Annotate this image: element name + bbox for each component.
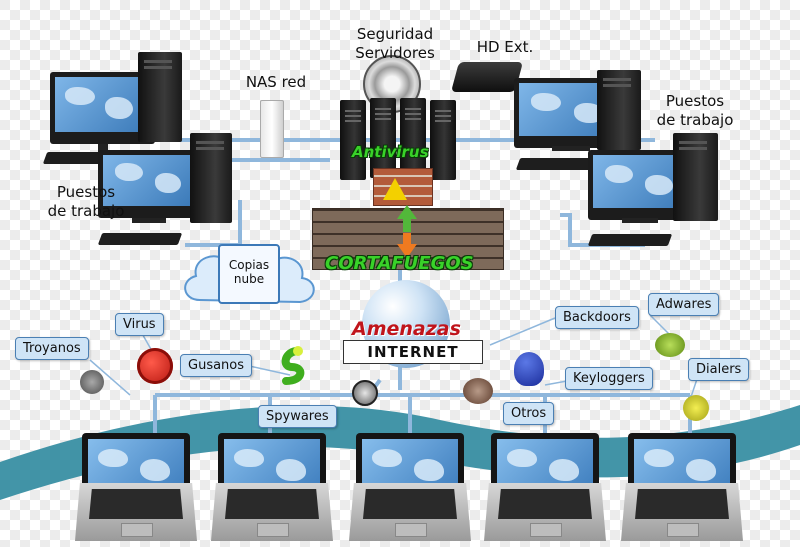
warning-icon [383,178,407,200]
adwares-tag: Adwares [648,293,720,316]
puestos-left-label: Puestos de trabajo [47,183,125,220]
server-icon [430,100,456,180]
other-creature-icon [463,378,493,404]
up-arrow-icon [397,205,417,219]
server-icon [340,100,366,180]
keyboard-icon [97,233,183,245]
puestos-right-label: Puestos de trabajo [656,92,734,129]
antivirus-label: Antivirus [352,143,429,161]
desktop-tower-icon [190,133,232,223]
troyanos-tag: Troyanos [15,337,89,360]
gusanos-tag: Gusanos [180,354,253,377]
server-icon [370,98,396,178]
desktop-tower-icon [673,133,718,221]
desktop-computer-icon [98,150,198,218]
dialer-creature-icon [683,395,709,421]
hd-ext-label: HD Ext. [476,38,534,56]
amenazas-label: Amenazas [352,318,461,340]
trojan-creature-icon [80,370,104,394]
hard-drive-icon [450,62,524,92]
nas-icon [260,100,284,158]
down-arrow-icon [397,244,417,258]
seguridad-servidores-label: Seguridad Servidores [355,25,435,62]
virus-tag: Virus [115,313,164,336]
keyboard-icon [587,234,673,246]
keylogger-creature-icon [514,352,544,386]
copias-nube-label: Copias nube [228,258,270,286]
cortafuegos-label: CORTAFUEGOS [325,253,474,274]
worm-creature-icon [278,345,314,385]
virus-creature-icon [137,348,173,384]
internet-label: INTERNET [343,340,483,364]
desktop-tower-icon [138,52,182,142]
spywares-tag: Spywares [258,405,337,428]
nas-red-label: NAS red [245,73,307,91]
adware-creature-icon [655,333,685,357]
backdoors-tag: Backdoors [555,306,639,329]
desktop-computer-icon [50,72,155,144]
keyloggers-tag: Keyloggers [565,367,653,390]
server-icon [400,98,426,178]
dialers-tag: Dialers [688,358,750,381]
otros-tag: Otros [503,402,555,425]
desktop-tower-icon [597,70,641,150]
spyware-creature-icon [352,380,378,406]
